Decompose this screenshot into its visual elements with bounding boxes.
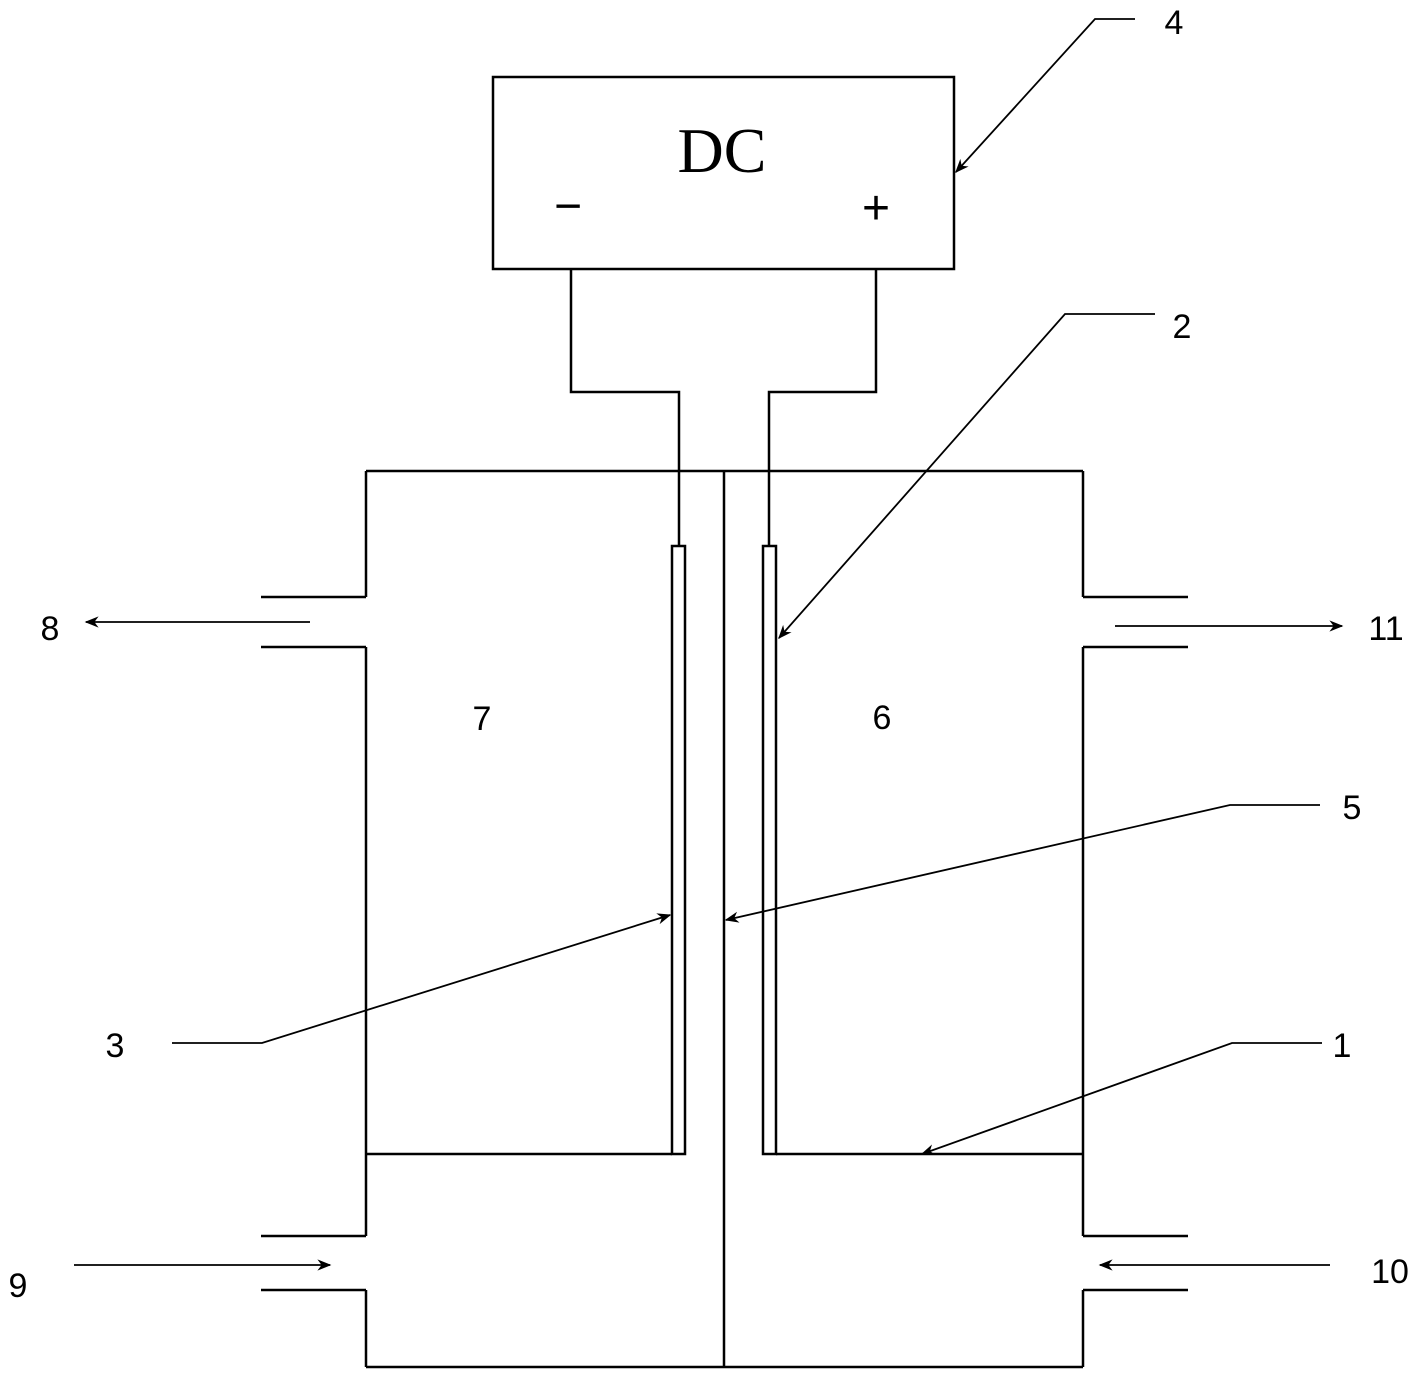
leader-5 [724,804,1320,923]
chamber-label-left: 7 [473,700,492,738]
callout-8: 8 [41,610,60,648]
positive-wire [767,269,878,546]
cathode-electrode [670,544,687,1156]
callout-2: 2 [1173,308,1192,346]
callout-11: 11 [1368,610,1403,648]
positive-terminal-sign: + [862,182,890,235]
callout-4: 4 [1165,4,1184,42]
dc-label: DC [678,115,767,186]
leader-2 [778,313,1155,640]
leader-1 [920,1042,1322,1156]
callout-1: 1 [1333,1027,1352,1065]
cell-body [261,469,1188,1369]
callout-5: 5 [1343,789,1362,827]
power-supply-box [491,75,956,271]
dc-power-supply: DC − + [491,75,956,271]
leader-4 [955,18,1135,174]
callout-9: 9 [9,1267,28,1305]
callout-10: 10 [1371,1253,1409,1291]
callout-3: 3 [106,1027,125,1065]
anode-electrode [761,544,778,1156]
negative-wire [569,269,681,546]
leader-3 [172,913,672,1044]
negative-terminal-sign: − [554,180,582,233]
chamber-label-right: 6 [873,699,892,737]
